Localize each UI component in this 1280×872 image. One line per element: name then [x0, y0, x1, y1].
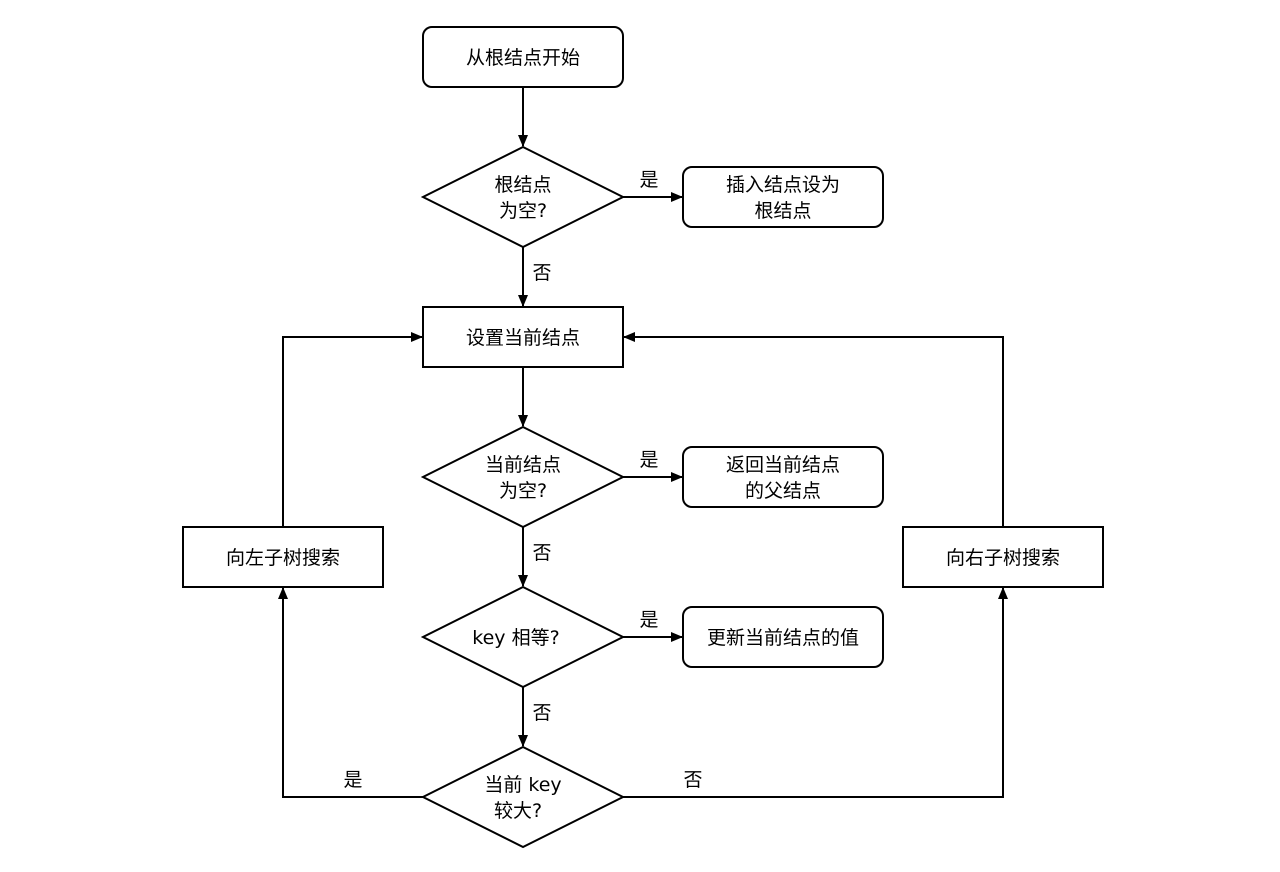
node-start: 从根结点开始: [422, 26, 624, 88]
edge-key-bigger-no: [623, 587, 1008, 798]
decision-root-empty: 根结点 为空?: [420, 145, 626, 249]
edge-label-key-bigger-no: 否: [683, 769, 702, 791]
decision-current-empty-line2: 为空?: [499, 480, 547, 502]
decision-key-equal-label: key 相等?: [472, 627, 559, 649]
node-search-left: 向左子树搜索: [182, 526, 384, 588]
node-start-label: 从根结点开始: [466, 47, 580, 69]
decision-key-equal: key 相等?: [420, 585, 626, 689]
edge-label-current-empty-no: 否: [532, 542, 551, 564]
node-return-parent-line2: 的父结点: [745, 480, 821, 502]
edge-label-key-equal-yes: 是: [639, 609, 658, 631]
decision-key-bigger-line1: 当前 key: [484, 774, 561, 796]
node-search-right-label: 向右子树搜索: [946, 547, 1060, 569]
edges: [278, 87, 1008, 798]
decision-current-empty: 当前结点 为空?: [420, 425, 626, 529]
node-set-current: 设置当前结点: [422, 306, 624, 368]
node-search-left-label: 向左子树搜索: [226, 547, 340, 569]
node-update-value-label: 更新当前结点的值: [707, 627, 859, 649]
decision-key-bigger-line2: 较大?: [494, 800, 542, 822]
node-insert-root-line2: 根结点: [754, 200, 811, 222]
edge-label-current-empty-yes: 是: [639, 449, 658, 471]
edge-label-root-empty-no: 否: [532, 262, 551, 284]
node-return-parent-line1: 返回当前结点: [726, 454, 840, 476]
edge-label-key-equal-no: 否: [532, 702, 551, 724]
edge-label-key-bigger-yes: 是: [343, 769, 362, 791]
decision-root-empty-line2: 为空?: [499, 200, 547, 222]
node-set-current-label: 设置当前结点: [466, 327, 580, 349]
edge-labels: 是 否 是 否 是 否 是 否: [343, 169, 702, 791]
edge-label-root-empty-yes: 是: [639, 169, 658, 191]
edge-search-right-to-set-current: [623, 332, 1004, 527]
edge-search-left-to-set-current: [282, 332, 423, 527]
node-return-parent: 返回当前结点 的父结点: [682, 446, 884, 508]
node-insert-root-line1: 插入结点设为: [726, 174, 840, 196]
decision-key-bigger: 当前 key 较大?: [420, 745, 626, 849]
node-insert-root: 插入结点设为 根结点: [682, 166, 884, 228]
decision-root-empty-line1: 根结点: [494, 174, 551, 196]
node-search-right: 向右子树搜索: [902, 526, 1104, 588]
decision-current-empty-line1: 当前结点: [485, 454, 561, 476]
node-update-value: 更新当前结点的值: [682, 606, 884, 668]
edge-key-bigger-yes: [278, 587, 423, 798]
